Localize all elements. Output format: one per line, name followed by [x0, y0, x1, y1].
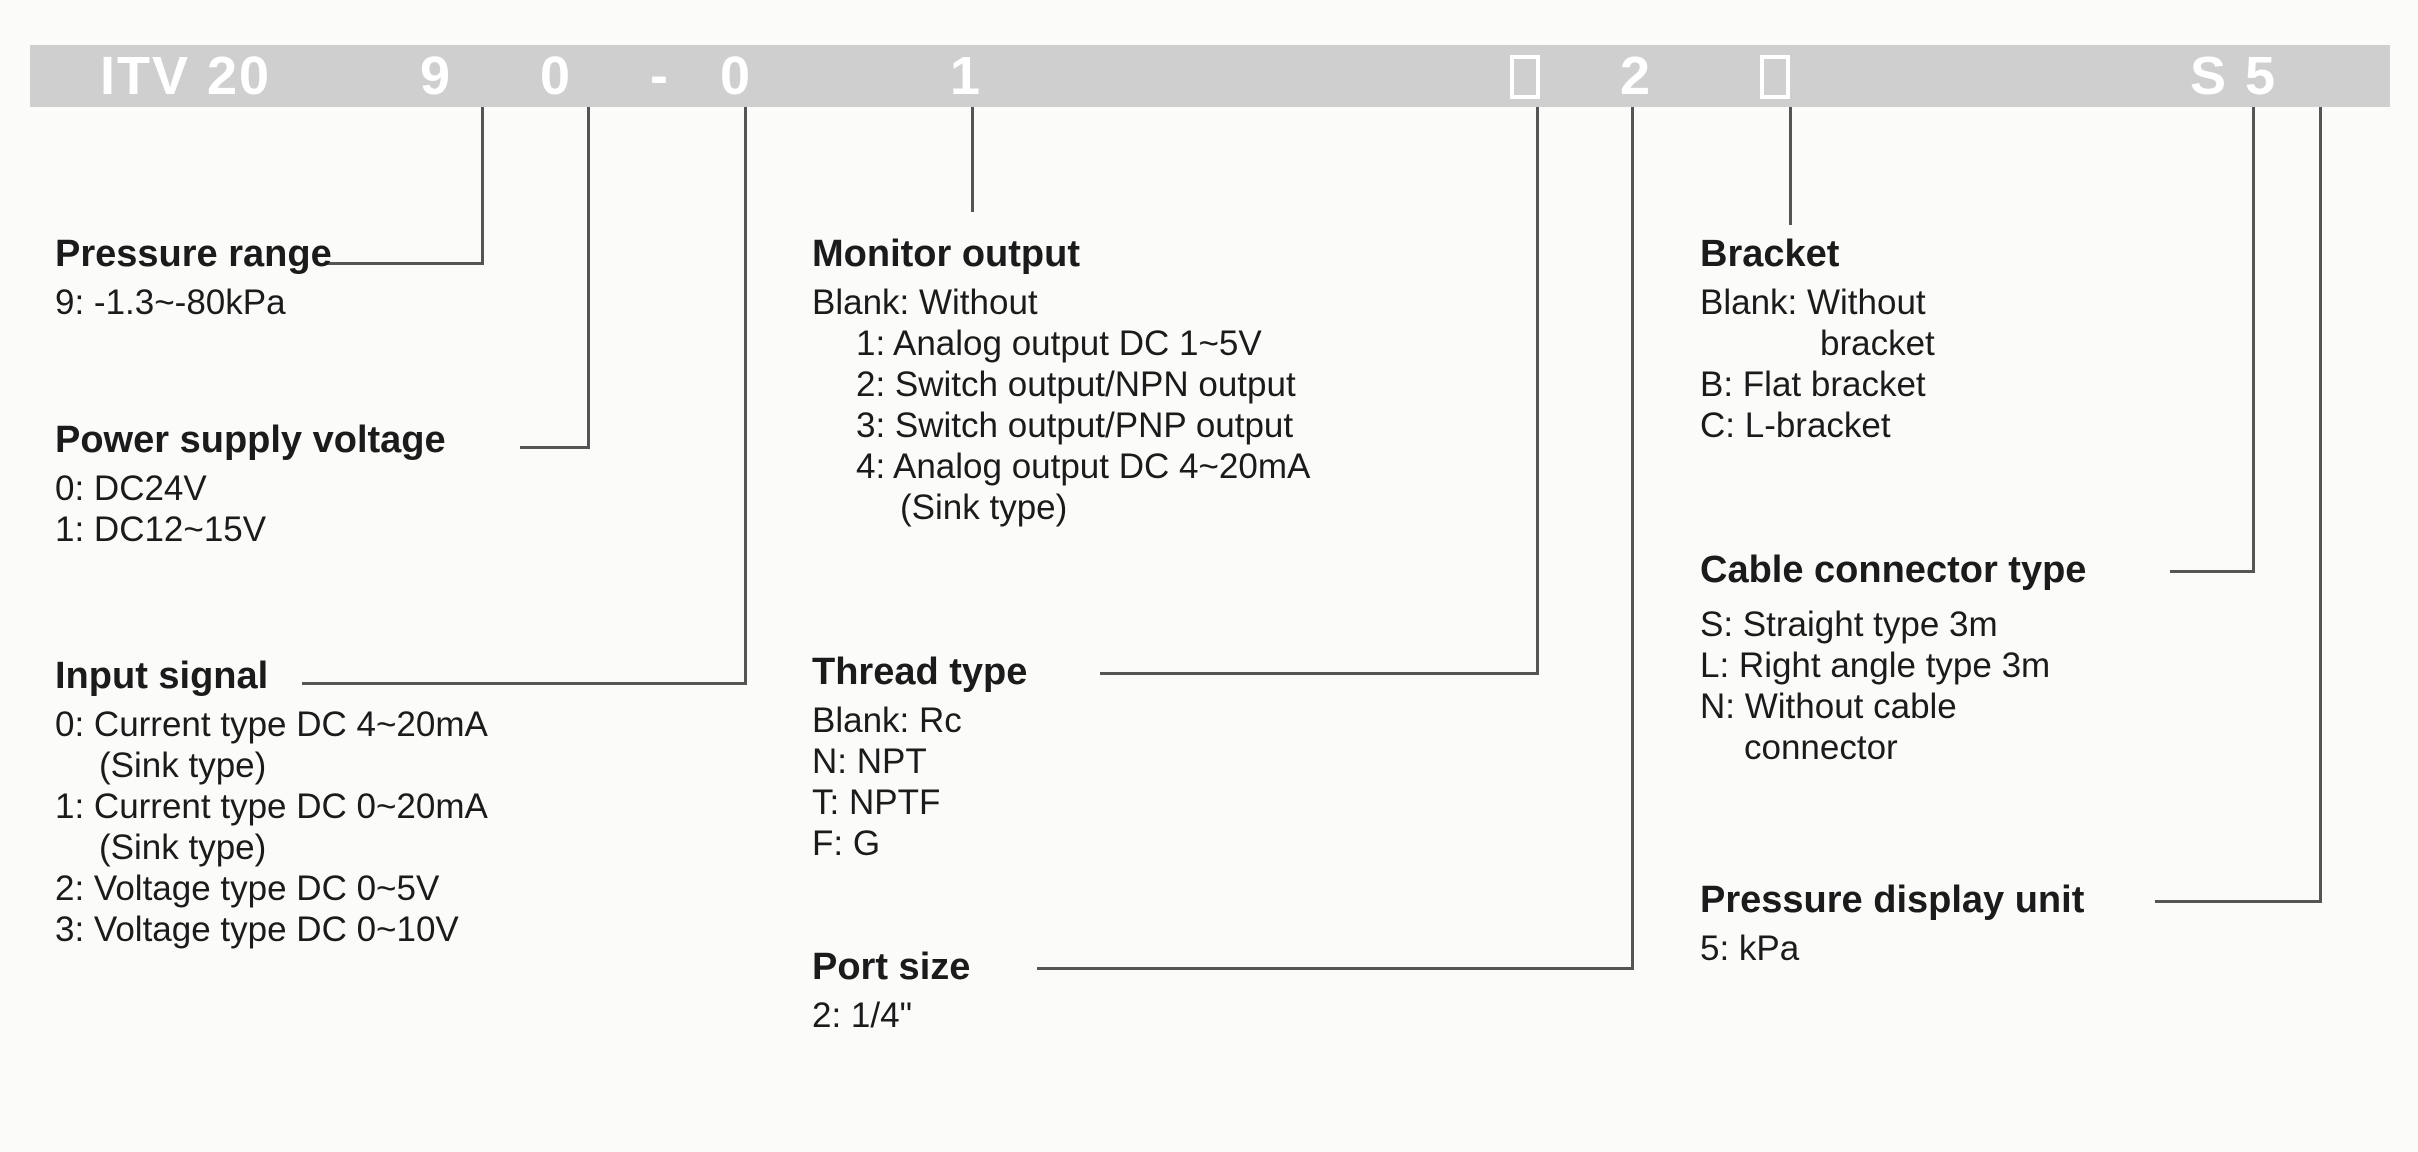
section-port-size-header: Port size [812, 946, 971, 988]
section-monitor-output-header: Monitor output [812, 233, 1081, 275]
option-monitor-output-1: 1: Analog output DC 1~5V [856, 324, 1262, 363]
section-pressure-range: Pressure range 9: -1.3~-80kPa [55, 232, 695, 323]
part-number-bar: ITV 20 9 0 - 0 1 2 S 5 [30, 45, 2390, 107]
option-cable-connector-l: L: Right angle type 3m [1700, 646, 2051, 685]
pn-segment-pressure-range: 9 [420, 46, 453, 106]
section-bracket: Bracket Blank: Without bracket B: Flat b… [1700, 232, 2400, 446]
section-pressure-display-unit-header: Pressure display unit [1700, 879, 2085, 921]
section-bracket-header: Bracket [1700, 233, 1840, 275]
leader-line-port-size-vertical [1631, 107, 1634, 970]
option-cable-connector-n-sub: connector [1744, 728, 1898, 767]
leader-line-thread-type-horizontal [1100, 672, 1539, 675]
section-port-size: Port size 2: 1/4" [812, 945, 1572, 1036]
leader-line-input-signal-horizontal [302, 682, 747, 685]
leader-line-thread-type-vertical [1536, 107, 1539, 675]
section-power-supply-voltage-header: Power supply voltage [55, 419, 446, 461]
option-monitor-output-3: 3: Switch output/PNP output [856, 406, 1294, 445]
option-input-signal-3: 3: Voltage type DC 0~10V [55, 910, 459, 949]
section-monitor-output: Monitor output Blank: Without 1: Analog … [812, 232, 1572, 528]
leader-line-port-size-horizontal [1037, 967, 1634, 970]
leader-line-pressure-display-unit-vertical [2319, 107, 2322, 903]
pn-segment-input-signal: 0 [720, 46, 753, 106]
leader-line-input-signal-vertical [744, 107, 747, 685]
leader-line-power-supply-horizontal [520, 446, 590, 449]
leader-line-bracket-vertical [1789, 107, 1792, 225]
leader-line-pressure-range-vertical [481, 107, 484, 265]
option-monitor-output-2: 2: Switch output/NPN output [856, 365, 1296, 404]
option-pressure-display-unit-5: 5: kPa [1700, 929, 1800, 968]
pn-segment-power-supply: 0 [540, 46, 573, 106]
option-monitor-output-blank: Blank: Without [812, 283, 1038, 322]
option-power-supply-0: 0: DC24V [55, 469, 207, 508]
option-bracket-blank-sub: bracket [1820, 324, 1935, 363]
section-pressure-display-unit: Pressure display unit 5: kPa [1700, 878, 2400, 969]
pn-placeholder-box-bracket [1760, 55, 1790, 99]
leader-line-pressure-range-horizontal [325, 262, 484, 265]
leader-line-cable-connector-horizontal [2170, 570, 2255, 573]
option-thread-type-blank: Blank: Rc [812, 701, 962, 740]
option-input-signal-2: 2: Voltage type DC 0~5V [55, 869, 440, 908]
option-port-size-2: 2: 1/4" [812, 996, 912, 1035]
option-bracket-blank: Blank: Without [1700, 283, 1926, 322]
leader-line-power-supply-vertical [587, 107, 590, 449]
option-cable-connector-n: N: Without cable [1700, 687, 1957, 726]
section-cable-connector-type: Cable connector type S: Straight type 3m… [1700, 548, 2400, 768]
option-thread-type-n: N: NPT [812, 742, 927, 781]
leader-line-monitor-output-vertical [971, 107, 974, 212]
section-input-signal: Input signal 0: Current type DC 4~20mA (… [55, 654, 795, 950]
option-thread-type-t: T: NPTF [812, 783, 941, 822]
pn-segment-series: ITV 20 [100, 46, 272, 106]
section-input-signal-header: Input signal [55, 655, 269, 697]
option-input-signal-0-sub: (Sink type) [99, 746, 267, 785]
section-pressure-range-header: Pressure range [55, 233, 332, 275]
option-input-signal-1-sub: (Sink type) [99, 828, 267, 867]
section-thread-type: Thread type Blank: Rc N: NPT T: NPTF F: … [812, 650, 1572, 864]
option-power-supply-1: 1: DC12~15V [55, 510, 267, 549]
option-monitor-output-4-sub: (Sink type) [900, 488, 1068, 527]
pn-segment-dash: - [650, 46, 670, 106]
option-pressure-range-9: 9: -1.3~-80kPa [55, 283, 286, 322]
pn-segment-monitor-output: 1 [950, 46, 983, 106]
section-power-supply-voltage: Power supply voltage 0: DC24V 1: DC12~15… [55, 418, 695, 550]
option-bracket-c: C: L-bracket [1700, 406, 1891, 445]
option-thread-type-f: F: G [812, 824, 881, 863]
option-input-signal-1: 1: Current type DC 0~20mA [55, 787, 488, 826]
leader-line-pressure-display-unit-horizontal [2155, 900, 2322, 903]
pn-segment-cable-and-unit: S 5 [2190, 46, 2278, 106]
option-bracket-b: B: Flat bracket [1700, 365, 1926, 404]
option-input-signal-0: 0: Current type DC 4~20mA [55, 705, 488, 744]
pn-placeholder-box-thread-type [1510, 55, 1540, 99]
section-cable-connector-type-header: Cable connector type [1700, 549, 2087, 591]
pn-segment-port-size: 2 [1620, 46, 1653, 106]
option-cable-connector-s: S: Straight type 3m [1700, 605, 1998, 644]
section-thread-type-header: Thread type [812, 651, 1028, 693]
leader-line-cable-connector-vertical [2252, 107, 2255, 573]
option-monitor-output-4: 4: Analog output DC 4~20mA [856, 447, 1311, 486]
